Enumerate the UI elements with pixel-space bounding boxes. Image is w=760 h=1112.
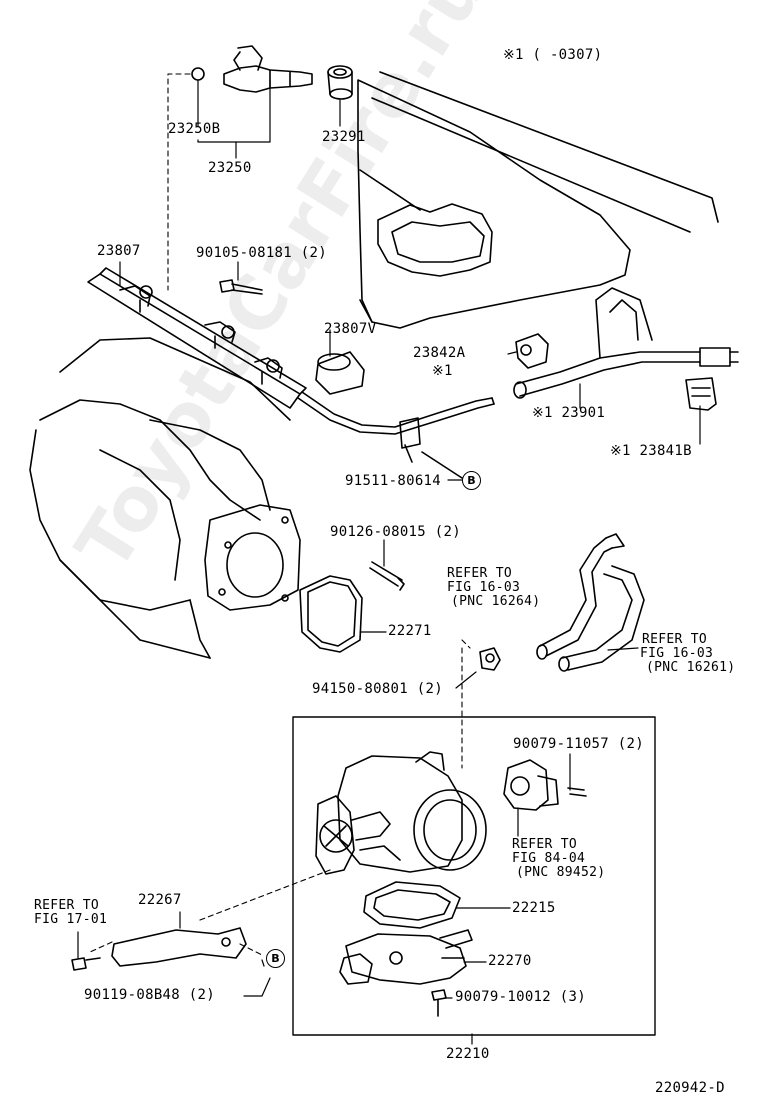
part-23291: 23291 bbox=[322, 129, 366, 145]
header-note: ※1 ( -0307) bbox=[503, 47, 603, 63]
part-23250B: 23250B bbox=[168, 121, 221, 137]
clip-23841B bbox=[685, 377, 717, 411]
part-90079-10012: 90079-10012 (3) bbox=[455, 989, 586, 1005]
refer-89452-line3: (PNC 89452) bbox=[516, 865, 606, 880]
assembly-frame-22210 bbox=[292, 716, 656, 1036]
part-90119-08B48: 90119-08B48 (2) bbox=[84, 987, 215, 1003]
grommet-23291 bbox=[327, 65, 353, 100]
water-hoses bbox=[536, 533, 645, 672]
injector-23250 bbox=[191, 45, 313, 93]
isc-valve-22270 bbox=[339, 929, 473, 985]
intake-manifold bbox=[29, 337, 301, 659]
leader-lines bbox=[77, 79, 701, 1045]
nut-94150 bbox=[479, 647, 501, 671]
clip-23842A bbox=[515, 333, 549, 369]
part-23807V: 23807V bbox=[324, 321, 377, 337]
refer-16261-line2: FIG 16-03 bbox=[640, 646, 714, 661]
refer-17-line1: REFER TO bbox=[34, 898, 100, 913]
part-94150-80801: 94150-80801 (2) bbox=[312, 681, 443, 697]
insulator-23807V bbox=[315, 351, 365, 395]
part-22270: 22270 bbox=[488, 953, 532, 969]
bracket-22267 bbox=[71, 927, 247, 971]
part-22267: 22267 bbox=[138, 892, 182, 908]
part-23250: 23250 bbox=[208, 160, 252, 176]
throttle-body bbox=[315, 751, 487, 875]
throttle-sensor bbox=[503, 759, 587, 811]
refer-16264-line1: REFER TO bbox=[447, 566, 513, 581]
gasket-22215 bbox=[363, 881, 461, 929]
dashed-lines bbox=[89, 73, 471, 957]
part-90079-11057: 90079-11057 (2) bbox=[513, 736, 644, 752]
refer-16261-line1: REFER TO bbox=[642, 632, 708, 647]
part-90126-08015: 90126-08015 (2) bbox=[330, 524, 461, 540]
screw-90079-10012 bbox=[431, 989, 447, 1017]
part-22210: 22210 bbox=[446, 1046, 490, 1062]
fuel-rail-23807 bbox=[87, 267, 307, 409]
stud-90126 bbox=[369, 561, 405, 591]
refer-16264-line2: FIG 16-03 bbox=[447, 580, 521, 595]
part-23841B: ※1 23841B bbox=[610, 443, 692, 459]
part-91511-80614: 91511-80614 bbox=[345, 473, 442, 489]
refer-17-line2: FIG 17-01 bbox=[34, 912, 108, 927]
refer-89452-line1: REFER TO bbox=[512, 837, 578, 852]
part-22271: 22271 bbox=[388, 623, 432, 639]
part-23807: 23807 bbox=[97, 243, 141, 259]
fuel-pipe bbox=[297, 391, 495, 479]
engine-cover bbox=[357, 71, 719, 329]
part-23842A: 23842A bbox=[413, 345, 466, 361]
bolt-90105 bbox=[219, 279, 263, 295]
refer-16261-line3: (PNC 16261) bbox=[646, 660, 736, 675]
part-90105-08181: 90105-08181 (2) bbox=[196, 245, 327, 261]
figure-code: 220942-D bbox=[655, 1080, 725, 1096]
part-22215: 22215 bbox=[512, 900, 556, 916]
callout-b-upper: B bbox=[462, 471, 481, 490]
part-23842A-note: ※1 bbox=[432, 363, 453, 379]
gasket-22271 bbox=[299, 575, 363, 653]
part-23901: ※1 23901 bbox=[532, 405, 606, 421]
callout-b-lower: B bbox=[266, 949, 285, 968]
refer-16264-line3: (PNC 16264) bbox=[451, 594, 541, 609]
fuel-hose-23901 bbox=[513, 287, 739, 399]
refer-89452-line2: FIG 84-04 bbox=[512, 851, 586, 866]
